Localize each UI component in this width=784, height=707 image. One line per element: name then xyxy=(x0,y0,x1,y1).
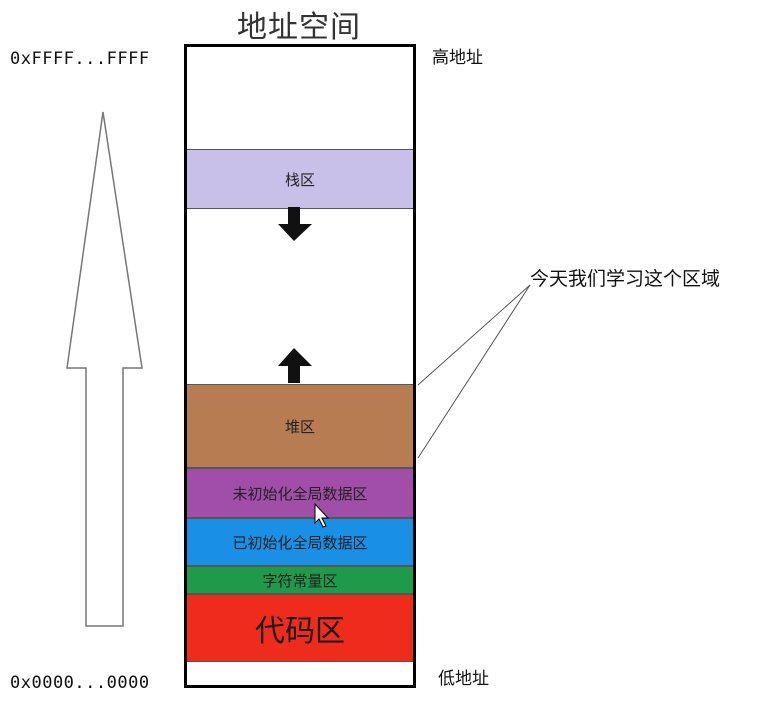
data-segment: 已初始化全局数据区 xyxy=(187,518,413,566)
stack-segment: 栈区 xyxy=(187,149,413,209)
stack-segment-label: 栈区 xyxy=(284,170,315,189)
high-address-label: 高地址 xyxy=(432,48,483,68)
data-segment-label: 已初始化全局数据区 xyxy=(232,533,368,552)
annotation-text: 今天我们学习这个区域 xyxy=(530,268,721,290)
code-segment-label: 代码区 xyxy=(255,614,345,649)
annotation-pointer-line-bottom xyxy=(417,284,531,459)
low-address-value: 0x0000...0000 xyxy=(10,673,150,693)
bss-segment-label: 未初始化全局数据区 xyxy=(232,484,368,503)
diagram-title: 地址空间 xyxy=(237,10,361,45)
heap-segment-label: 堆区 xyxy=(284,417,315,436)
high-address-value: 0xFFFF...FFFF xyxy=(10,49,150,69)
annotation-pointer-line-top xyxy=(417,284,531,386)
address-growth-arrow xyxy=(66,111,143,627)
heap-segment: 堆区 xyxy=(187,384,413,468)
rodata-segment-label: 字符常量区 xyxy=(262,571,338,590)
address-space-column: 栈区 堆区 未初始化全局数据区 已初始化全局数据区 字符常量区 代码区 xyxy=(184,44,416,688)
bss-segment: 未初始化全局数据区 xyxy=(187,468,413,518)
low-address-label: 低地址 xyxy=(438,669,489,689)
rodata-segment: 字符常量区 xyxy=(187,566,413,594)
code-segment: 代码区 xyxy=(187,594,413,662)
